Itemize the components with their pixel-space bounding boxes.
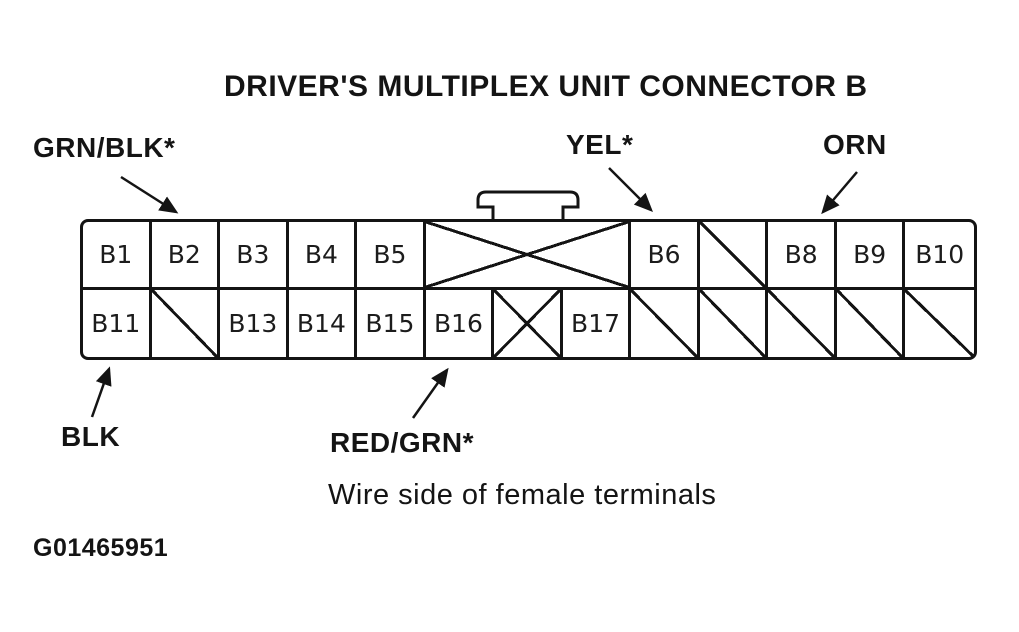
blocked-cell-slash — [905, 289, 974, 357]
blocked-cell-slash — [768, 289, 837, 357]
wire-label-orn: ORN — [823, 129, 887, 160]
orn-arrow — [821, 171, 858, 215]
blocked-cell-x-wide — [425, 222, 632, 290]
connector-b-pin-grid: B1 B2 B3 B4 B5 B6 B8 B9 B10 B11 B13 B14 … — [80, 219, 977, 360]
yel-arrow — [608, 167, 653, 212]
pin-cell-b13: B13 — [220, 289, 289, 357]
wire-label-red-grn: RED/GRN* — [330, 427, 475, 458]
pin-cell-b10: B10 — [905, 222, 974, 290]
blk-arrow — [90, 366, 112, 418]
pin-cell-b6: B6 — [631, 222, 700, 290]
blocked-cell-slash — [699, 222, 769, 290]
figure-id: G01465951 — [33, 534, 169, 562]
pin-cell-b2: B2 — [151, 222, 221, 290]
wire-label-blk: BLK — [61, 421, 121, 452]
blocked-cell-slash — [151, 289, 221, 357]
diagram-title: DRIVER'S MULTIPLEX UNIT CONNECTOR B — [224, 70, 868, 103]
pin-cell-b16: B16 — [426, 289, 495, 357]
blocked-cell-slash — [699, 289, 769, 357]
pin-cell-b11: B11 — [83, 289, 152, 357]
pin-cell-b4: B4 — [288, 222, 358, 290]
wire-side-caption: Wire side of female terminals — [328, 479, 717, 511]
pin-cell-b9: B9 — [836, 222, 906, 290]
pin-cell-b8: B8 — [768, 222, 837, 290]
connector-key-tab — [476, 190, 580, 221]
pin-cell-b3: B3 — [220, 222, 289, 290]
blocked-cell-x — [494, 289, 563, 357]
pin-cell-b5: B5 — [357, 222, 426, 290]
wire-label-yel: YEL* — [566, 129, 634, 160]
wire-label-grn-blk: GRN/BLK* — [33, 132, 176, 163]
blocked-cell-slash — [631, 289, 700, 357]
pin-cell-b17: B17 — [563, 289, 632, 357]
pin-cell-b15: B15 — [357, 289, 426, 357]
blocked-cell-slash — [836, 289, 906, 357]
pin-cell-b14: B14 — [289, 289, 358, 357]
pin-cell-b1: B1 — [83, 222, 152, 290]
grn-blk-arrow — [120, 175, 179, 214]
red-grn-arrow — [411, 367, 449, 419]
